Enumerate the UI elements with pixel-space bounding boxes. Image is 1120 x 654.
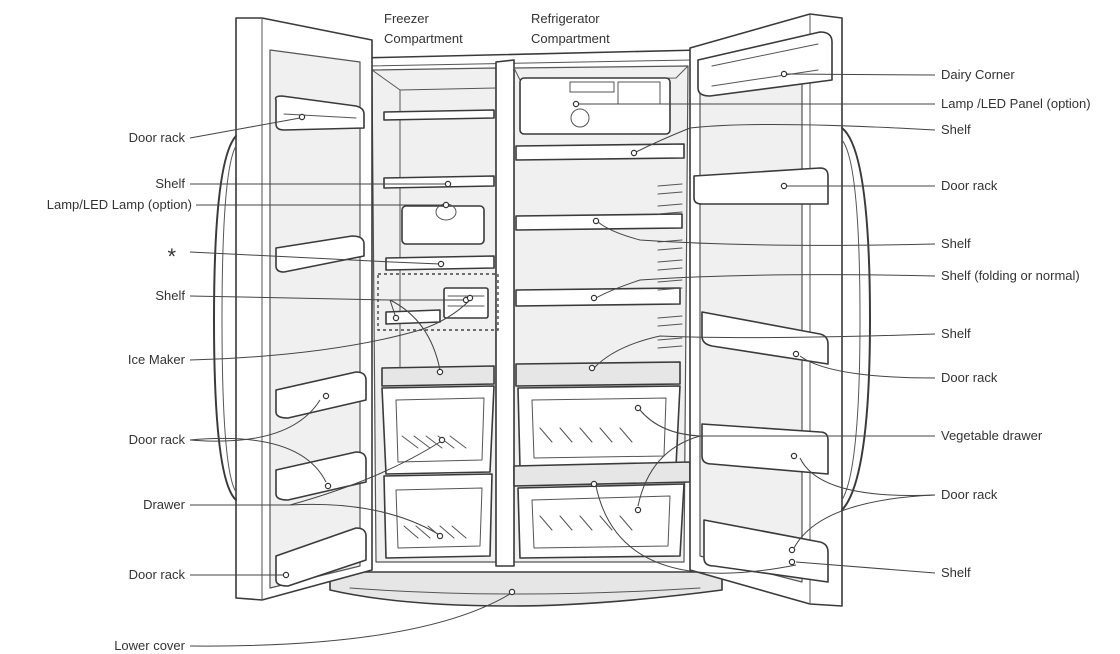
- label-right-door-rack-1: Door rack: [941, 178, 998, 193]
- freezer-door-rack-4: [275, 451, 367, 501]
- label-right-shelf-1: Shelf: [941, 122, 971, 137]
- fridge-door-rack-4: [703, 519, 829, 583]
- label-left-door-rack-3: Door rack: [129, 567, 186, 582]
- label-left-shelf-1: Shelf: [155, 176, 185, 191]
- freezer-drawer-upper: [381, 385, 495, 475]
- label-right-shelf-2: Shelf: [941, 236, 971, 251]
- label-left-drawer: Drawer: [143, 497, 186, 512]
- label-right-shelf-4: Shelf: [941, 565, 971, 580]
- label-left-ice-maker: Ice Maker: [128, 352, 186, 367]
- vegetable-drawer-lower: [517, 483, 685, 559]
- label-right-door-rack-2: Door rack: [941, 370, 998, 385]
- freezer-drawer-lower: [383, 473, 493, 559]
- label-left-door-rack-2: Door rack: [129, 432, 186, 447]
- freezer-door-rack-1: [274, 95, 365, 131]
- fridge-door-rack-1: [693, 167, 829, 205]
- refrigerator-illustration: [213, 13, 871, 607]
- label-left-lamp-led-lamp: Lamp/LED Lamp (option): [47, 197, 192, 212]
- center-divider: [495, 59, 515, 567]
- left-leader-lines: [189, 113, 516, 647]
- label-right-shelf-3: Shelf: [941, 326, 971, 341]
- right-leader-lines: [572, 70, 936, 574]
- label-right-lamp-led-panel: Lamp /LED Panel (option): [941, 96, 1091, 111]
- label-right-vegetable-drawer: Vegetable drawer: [941, 428, 1043, 443]
- label-left-asterisk: *: [167, 244, 176, 269]
- label-left-door-rack-1: Door rack: [129, 130, 186, 145]
- freezer-door-rack-3: [275, 371, 367, 419]
- freezer-door-rack-2: [275, 235, 365, 273]
- label-right-shelf-folding: Shelf (folding or normal): [941, 268, 1080, 283]
- label-left-shelf-2: Shelf: [155, 288, 185, 303]
- fridge-title-line1: Refrigerator: [531, 11, 600, 26]
- freezer-title-line2: Compartment: [384, 31, 463, 46]
- fridge-title-line2: Compartment: [531, 31, 610, 46]
- label-left-lower-cover: Lower cover: [114, 638, 185, 653]
- label-right-door-rack-3: Door rack: [941, 487, 998, 502]
- label-right-dairy-corner: Dairy Corner: [941, 67, 1015, 82]
- freezer-title-line1: Freezer: [384, 11, 429, 26]
- freezer-door-rack-5: [275, 527, 367, 587]
